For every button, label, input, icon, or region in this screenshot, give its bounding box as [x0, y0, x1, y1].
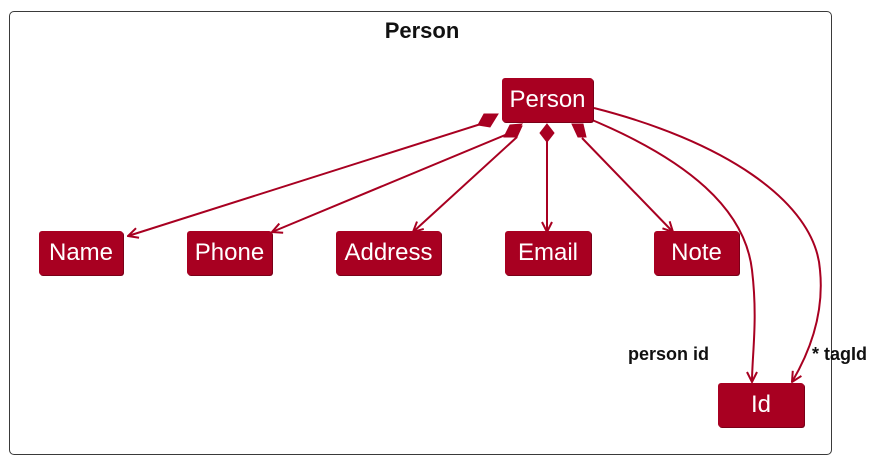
edge-label-person-id: person id [628, 344, 710, 364]
package-frame [9, 11, 832, 455]
edge-person-address [413, 136, 518, 232]
class-phone[interactable]: Phone [187, 231, 272, 275]
edge-person-name [128, 122, 485, 236]
composition-diamond-note [571, 123, 587, 138]
composition-diamond-name [477, 113, 499, 128]
class-id[interactable]: Id [718, 383, 804, 427]
edge-person-phone [272, 132, 511, 232]
composition-diamond-address [508, 125, 523, 138]
class-email[interactable]: Email [505, 231, 591, 275]
edge-label-tag-id: * tagId [812, 344, 868, 364]
class-name[interactable]: Name [39, 231, 123, 275]
package-title: Person [384, 18, 460, 43]
edge-person-id-tag [593, 107, 822, 382]
edge-person-id-person [584, 116, 755, 382]
edge-person-note [581, 137, 673, 232]
composition-diamond-email [539, 123, 555, 143]
class-person[interactable]: Person [502, 78, 593, 122]
class-note[interactable]: Note [654, 231, 739, 275]
class-address[interactable]: Address [336, 231, 441, 275]
